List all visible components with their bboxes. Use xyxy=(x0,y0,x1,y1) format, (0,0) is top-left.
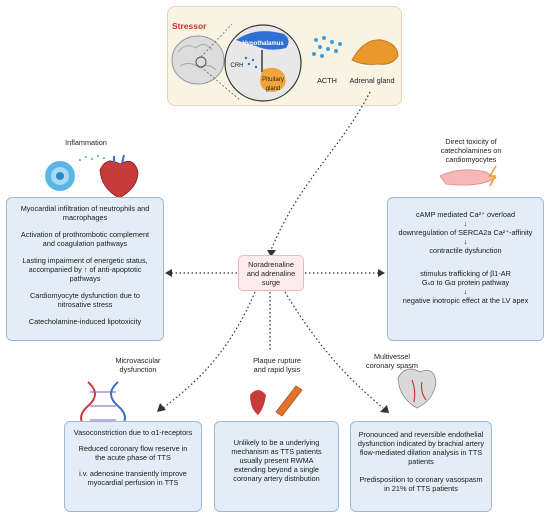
toxicity-line: Gₛα to Gᵢα protein pathway xyxy=(421,278,510,287)
toxicity-title: Direct toxicity of catecholamines on car… xyxy=(440,137,502,164)
plaque-title: Plaque rupture and rapid lysis xyxy=(253,356,301,374)
inflammation-box: Myocardial infiltration of neutrophils a… xyxy=(6,197,164,341)
spasm-item: Pronounced and reversible endothelial dy… xyxy=(357,430,485,466)
arrow-down-icon: ↓ xyxy=(463,219,468,228)
toxicity-line: negative inotropic effect at the LV apex xyxy=(402,296,529,305)
microvascular-item: Reduced coronary flow reserve in the acu… xyxy=(78,444,188,462)
acth-label: ACTH xyxy=(317,76,337,85)
spasm-item: Predisposition to coronary vasospasm in … xyxy=(359,475,483,493)
cardiomyocyte-icon xyxy=(439,165,497,187)
pituitary-label: Pituitary gland xyxy=(262,77,284,92)
center-line-3: surge xyxy=(261,278,281,287)
arrow-down-icon: ↓ xyxy=(463,287,468,296)
brain-icon xyxy=(171,35,225,85)
hypothalamus-label: Hypothalamus xyxy=(242,41,284,47)
arrow-down-icon: ↓ xyxy=(463,237,468,246)
microvascular-box: Vasoconstriction due to α1-receptors Red… xyxy=(64,421,202,512)
cell-icon xyxy=(45,161,75,191)
stressor-label: Stressor xyxy=(172,21,207,31)
microvascular-item: i.v. adenosine transiently improve myoca… xyxy=(79,469,187,487)
coronary-heart-icon xyxy=(397,368,437,409)
catecholamine-surge-box: Noradrenaline and adrenaline surge xyxy=(238,255,304,291)
toxicity-line: contractile dysfunction xyxy=(429,246,502,255)
microvascular-title: Microvascular dysfunction xyxy=(115,356,161,374)
center-line-1: Noradrenaline xyxy=(248,260,294,269)
inflammation-item: Catecholamine-induced lipotoxicity xyxy=(28,317,142,326)
plaque-text: Unlikely to be a underlying mechanism as… xyxy=(231,438,322,483)
inflammation-title: Inflammation xyxy=(65,138,107,147)
plaque-rupture-icon xyxy=(250,385,303,417)
toxicity-box: cAMP mediated Ca²⁺ overload ↓ downregula… xyxy=(387,197,544,341)
adrenal-gland-icon xyxy=(351,39,399,65)
heart-icon xyxy=(99,154,139,199)
adrenal-label: Adrenal gland xyxy=(349,76,395,85)
toxicity-line: downregulation of SERCA2a Ca²⁺-affinity xyxy=(398,228,533,237)
acth-dots-icon xyxy=(312,36,342,58)
plaque-box: Unlikely to be a underlying mechanism as… xyxy=(214,421,339,512)
center-line-2: and adrenaline xyxy=(246,269,296,278)
inflammation-item: Cardiomyocyte dysfunction due to nitrosa… xyxy=(30,291,140,309)
inflammation-item: Activation of prothrombotic complement a… xyxy=(20,230,150,248)
hypothalamus-zoom-circle xyxy=(224,24,302,102)
toxicity-line: stimulus trafficking of β1-AR xyxy=(420,269,511,278)
spasm-box: Pronounced and reversible endothelial dy… xyxy=(350,421,492,512)
inflammation-item: Myocardial infiltration of neutrophils a… xyxy=(20,204,150,222)
inflammation-item: Lasting impairment of energetic status, … xyxy=(22,256,148,283)
inflammation-dots-icon xyxy=(79,155,111,162)
crh-label: CRH xyxy=(230,63,244,69)
microvascular-item: Vasoconstriction due to α1-receptors xyxy=(73,428,193,437)
toxicity-line: cAMP mediated Ca²⁺ overload xyxy=(415,210,516,219)
spasm-title: Multivessel coronary spasm xyxy=(366,352,418,370)
